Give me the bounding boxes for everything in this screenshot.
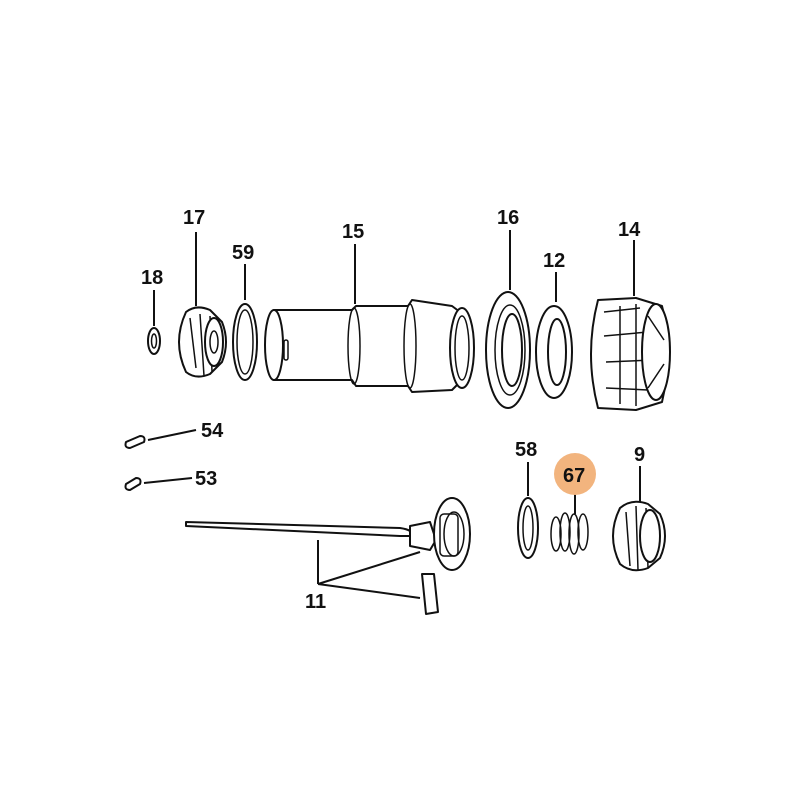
part-17-end-nut[interactable] (178, 306, 227, 378)
part-9-nut[interactable] (612, 500, 666, 572)
label-54[interactable]: 54 (201, 420, 224, 442)
part-15-tube[interactable] (264, 299, 475, 393)
label-11[interactable]: 11 (305, 591, 326, 613)
part-53-pin[interactable] (124, 477, 142, 491)
part-58-o-ring[interactable] (517, 497, 539, 559)
label-67[interactable]: 67 (563, 465, 585, 487)
part-labels: 17 59 15 16 12 14 18 54 53 58 67 9 11 (141, 207, 645, 613)
label-15[interactable]: 15 (342, 221, 364, 243)
label-12[interactable]: 12 (543, 250, 565, 272)
part-59-o-ring[interactable] (232, 303, 258, 381)
label-17[interactable]: 17 (183, 207, 205, 229)
part-67-spring[interactable] (550, 512, 589, 555)
leader-lines (143, 230, 641, 599)
label-53[interactable]: 53 (195, 468, 217, 490)
label-59[interactable]: 59 (232, 242, 254, 264)
part-11-rod-assembly[interactable] (185, 497, 471, 615)
part-18-clip[interactable] (147, 327, 161, 355)
label-18[interactable]: 18 (141, 267, 163, 289)
label-9[interactable]: 9 (634, 444, 645, 466)
part-12-washer[interactable] (535, 305, 573, 399)
part-16-ring[interactable] (485, 291, 531, 409)
part-54-pin[interactable] (124, 435, 146, 449)
label-16[interactable]: 16 (497, 207, 519, 229)
part-14-cage[interactable] (590, 297, 671, 411)
label-14[interactable]: 14 (618, 219, 641, 241)
label-58[interactable]: 58 (515, 439, 537, 461)
highlight-circle-67 (554, 453, 596, 495)
